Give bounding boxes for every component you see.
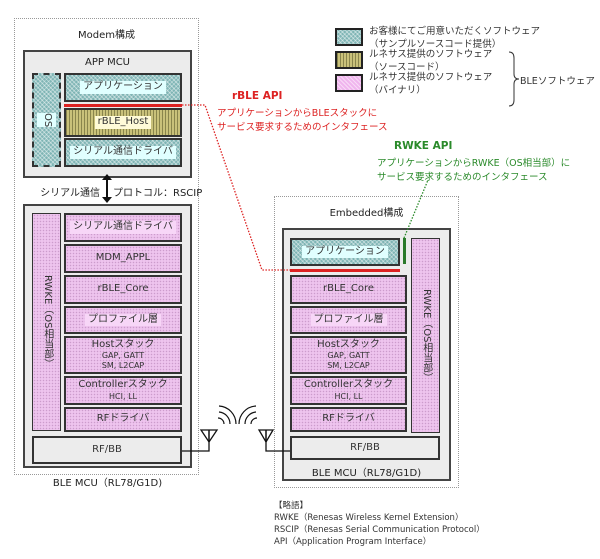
embedded-layer-host-stack: Hostスタック GAP, GATT SM, L2CAP [290, 336, 407, 374]
serial-comm-label: シリアル通信 [40, 188, 100, 199]
legend-text-customer: お客様にてご用意いただくソフトウェア （サンプルソースコード提供） [369, 26, 541, 50]
embedded-layer-controller-stack: Controllerスタック HCI, LL [290, 376, 407, 405]
rble-host-layer: rBLE_Host [64, 108, 182, 137]
embedded-config-title: Embedded構成 [329, 208, 404, 219]
arrow-head-down [102, 197, 112, 203]
legend-text-binary: ルネサス提供のソフトウェア （バイナリ） [369, 72, 493, 96]
os-block: OS [32, 73, 61, 167]
legend-brace [508, 51, 520, 107]
app-mcu-title: APP MCU [84, 57, 130, 68]
legend-swatch-source [335, 51, 363, 69]
legend-swatch-binary [335, 74, 363, 92]
embedded-rfbb: RF/BB [290, 436, 440, 460]
modem-serial-driver-layer: シリアル通信ドライバ [64, 138, 182, 167]
embedded-layer-profile: プロファイル層 [290, 306, 407, 334]
modem-layer-mdm-appl: MDM_APPL [64, 244, 182, 273]
embedded-rwke-block: RWKE（OS相当部） [411, 238, 440, 433]
radio-waves-right-icon [238, 405, 258, 425]
modem-layer-profile: プロファイル層 [64, 306, 182, 334]
rwke-api-line-embedded [403, 238, 406, 264]
rble-api-line-embedded [290, 269, 400, 272]
rwke-api-title: RWKE API [394, 140, 453, 152]
abbreviation-rwke: RWKE（Renesas Wireless Kernel Extension） [274, 513, 464, 523]
rble-api-desc-line1: アプリケーションからBLEスタックに [217, 108, 378, 119]
modem-layer-controller-stack: Controllerスタック HCI, LL [64, 376, 182, 405]
radio-waves-left-icon [217, 405, 237, 425]
rwke-api-dotted-path [403, 179, 429, 239]
modem-rfbb: RF/BB [32, 436, 182, 464]
embedded-antenna-wire [265, 430, 290, 452]
abbreviation-rscip: RSCIP（Renesas Serial Communication Proto… [274, 525, 485, 535]
legend-text-source: ルネサス提供のソフトウェア （ソースコード） [369, 49, 493, 73]
abbreviation-api: API（Application Program Interface） [274, 537, 432, 547]
modem-ble-mcu-title: BLE MCU（RL78/G1D) [52, 478, 163, 489]
modem-antenna-wire [182, 430, 210, 452]
modem-app-layer: アプリケーション [64, 73, 182, 102]
modem-layer-rble-core: rBLE_Core [64, 275, 182, 304]
rwke-api-desc-line1: アプリケーションからRWKE（OS相当部）に [377, 158, 571, 169]
rwke-api-desc-line2: サービス要求するためのインタフェース [377, 172, 548, 183]
rble-api-desc-line2: サービス要求するためのインタフェース [217, 122, 388, 133]
legend-swatch-customer [335, 28, 363, 46]
protocol-label: プロトコル：RSCIP [113, 188, 203, 199]
modem-config-title: Modem構成 [78, 30, 135, 41]
os-label: OS [37, 112, 56, 128]
legend-group-label: BLEソフトウェア [520, 76, 595, 87]
embedded-app-layer: アプリケーション [290, 238, 400, 266]
embedded-ble-mcu-title: BLE MCU（RL78/G1D) [311, 468, 422, 479]
arrow-head-up [102, 174, 112, 180]
modem-layer-rf-driver: RFドライバ [64, 407, 182, 432]
modem-layer-serial-driver: シリアル通信ドライバ [64, 213, 182, 242]
serial-link-arrow [106, 176, 108, 200]
rble-api-title: rBLE API [232, 90, 283, 102]
modem-rwke-block: RWKE（OS相当部） [32, 213, 61, 431]
embedded-layer-rble-core: rBLE_Core [290, 275, 407, 304]
rble-api-line-modem [64, 104, 182, 107]
embedded-layer-rf-driver: RFドライバ [290, 407, 407, 432]
modem-layer-host-stack: Hostスタック GAP, GATT SM, L2CAP [64, 336, 182, 374]
abbreviations-title: 【略語】 [274, 501, 309, 511]
